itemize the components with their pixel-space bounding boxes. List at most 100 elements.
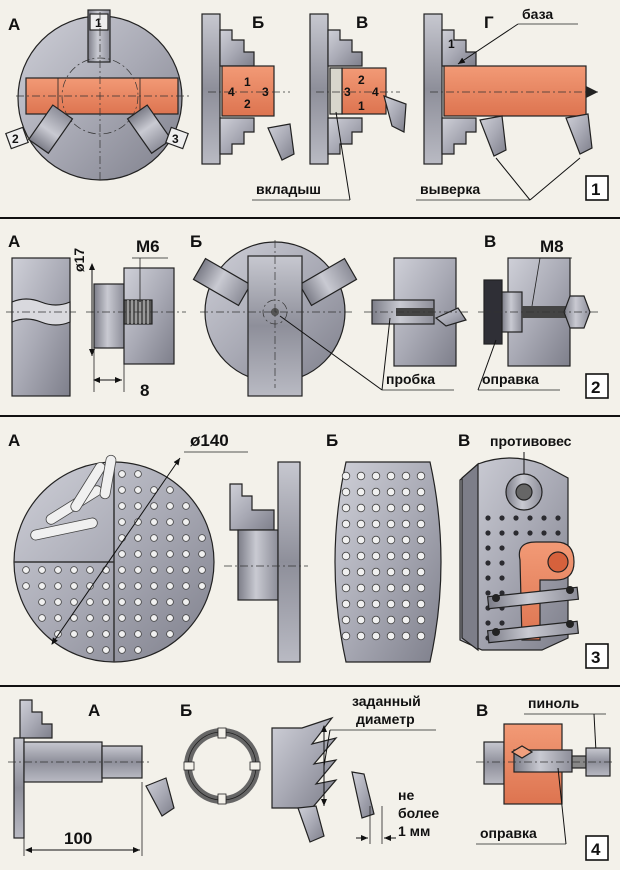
hole — [70, 566, 78, 574]
panel2-letter-b: Б — [190, 232, 202, 251]
callout-insert: вкладыш — [256, 181, 321, 197]
hole — [54, 582, 62, 590]
mandrel-assembly — [478, 257, 600, 367]
turning-shaft — [8, 699, 175, 856]
hole — [150, 582, 158, 590]
hole — [102, 630, 110, 638]
svg-text:4: 4 — [372, 85, 379, 99]
hole — [416, 503, 426, 513]
hole — [134, 614, 142, 622]
dim-diameter-17: ø17 — [71, 248, 87, 272]
hole — [166, 550, 174, 558]
hole — [166, 582, 174, 590]
hole — [198, 550, 206, 558]
hole — [386, 519, 396, 529]
hole — [198, 534, 206, 542]
hole — [541, 515, 547, 521]
hole — [555, 530, 561, 536]
hole — [341, 551, 351, 561]
hole — [371, 535, 381, 545]
max-line3: 1 мм — [398, 823, 430, 839]
hole — [401, 535, 411, 545]
callout-plug: пробка — [386, 371, 435, 387]
hole — [166, 502, 174, 510]
panel1-letter-g: Г — [484, 13, 494, 32]
hole — [485, 530, 491, 536]
hole — [341, 519, 351, 529]
toothed-cutter — [271, 716, 338, 843]
panel-1: А 1 2 3 Б — [5, 6, 609, 201]
hole — [341, 615, 351, 625]
workpiece-cut — [11, 257, 71, 397]
hole — [182, 614, 190, 622]
hole — [401, 519, 411, 529]
cutter-detail — [351, 771, 396, 844]
hole — [386, 535, 396, 545]
hole — [86, 566, 94, 574]
hole — [118, 630, 126, 638]
dim-m8: М8 — [540, 237, 564, 256]
hole — [150, 518, 158, 526]
svg-text:1: 1 — [358, 99, 365, 113]
panel3-letter-b: Б — [326, 431, 338, 450]
hole — [166, 534, 174, 542]
hole — [541, 530, 547, 536]
hole — [401, 567, 411, 577]
hole — [341, 599, 351, 609]
hole — [118, 518, 126, 526]
hole — [166, 518, 174, 526]
hole — [371, 615, 381, 625]
split-ring — [183, 727, 261, 805]
hole — [118, 614, 126, 622]
hole — [22, 566, 30, 574]
hole — [182, 566, 190, 574]
svg-text:3: 3 — [344, 85, 351, 99]
quill-mandrel-assembly — [476, 723, 614, 805]
workpiece-g — [443, 65, 587, 117]
given-diameter-line2: диаметр — [356, 711, 415, 727]
perforated-plate — [334, 461, 442, 663]
hole — [356, 503, 366, 513]
hole — [416, 599, 426, 609]
hole — [134, 598, 142, 606]
max-line1: не — [398, 787, 414, 803]
hole — [134, 630, 142, 638]
hole — [485, 560, 491, 566]
hole — [150, 614, 158, 622]
jaw-number-3: 3 — [172, 132, 179, 146]
hole — [356, 551, 366, 561]
panel3-number: 3 — [591, 648, 600, 667]
hole — [401, 631, 411, 641]
chuck-side-view-g: 1 — [423, 13, 600, 165]
hole — [356, 535, 366, 545]
hole — [102, 582, 110, 590]
hole — [86, 614, 94, 622]
jaw-number-2: 2 — [12, 132, 19, 146]
panel-3: А ø140 Б В противов — [8, 431, 609, 669]
hole — [118, 598, 126, 606]
hole — [182, 534, 190, 542]
workpiece-b — [221, 65, 275, 117]
hole — [499, 575, 505, 581]
hole — [386, 583, 396, 593]
hole — [499, 530, 505, 536]
hole — [118, 550, 126, 558]
hole — [166, 486, 174, 494]
plug-part — [86, 263, 186, 392]
panel2-letter-a: А — [8, 232, 20, 251]
hole — [150, 566, 158, 574]
svg-text:1: 1 — [448, 37, 455, 51]
hole — [166, 598, 174, 606]
hole — [182, 518, 190, 526]
hole — [356, 519, 366, 529]
callout-quill: пиноль — [528, 695, 580, 711]
hole — [401, 583, 411, 593]
hole — [54, 598, 62, 606]
hole — [513, 530, 519, 536]
panel-2: А ø17 М6 8 Б — [6, 232, 609, 400]
hole — [198, 582, 206, 590]
callout-alignment: выверка — [420, 181, 480, 197]
jaw-number-1: 1 — [95, 16, 102, 30]
hole — [356, 631, 366, 641]
hole — [416, 487, 426, 497]
